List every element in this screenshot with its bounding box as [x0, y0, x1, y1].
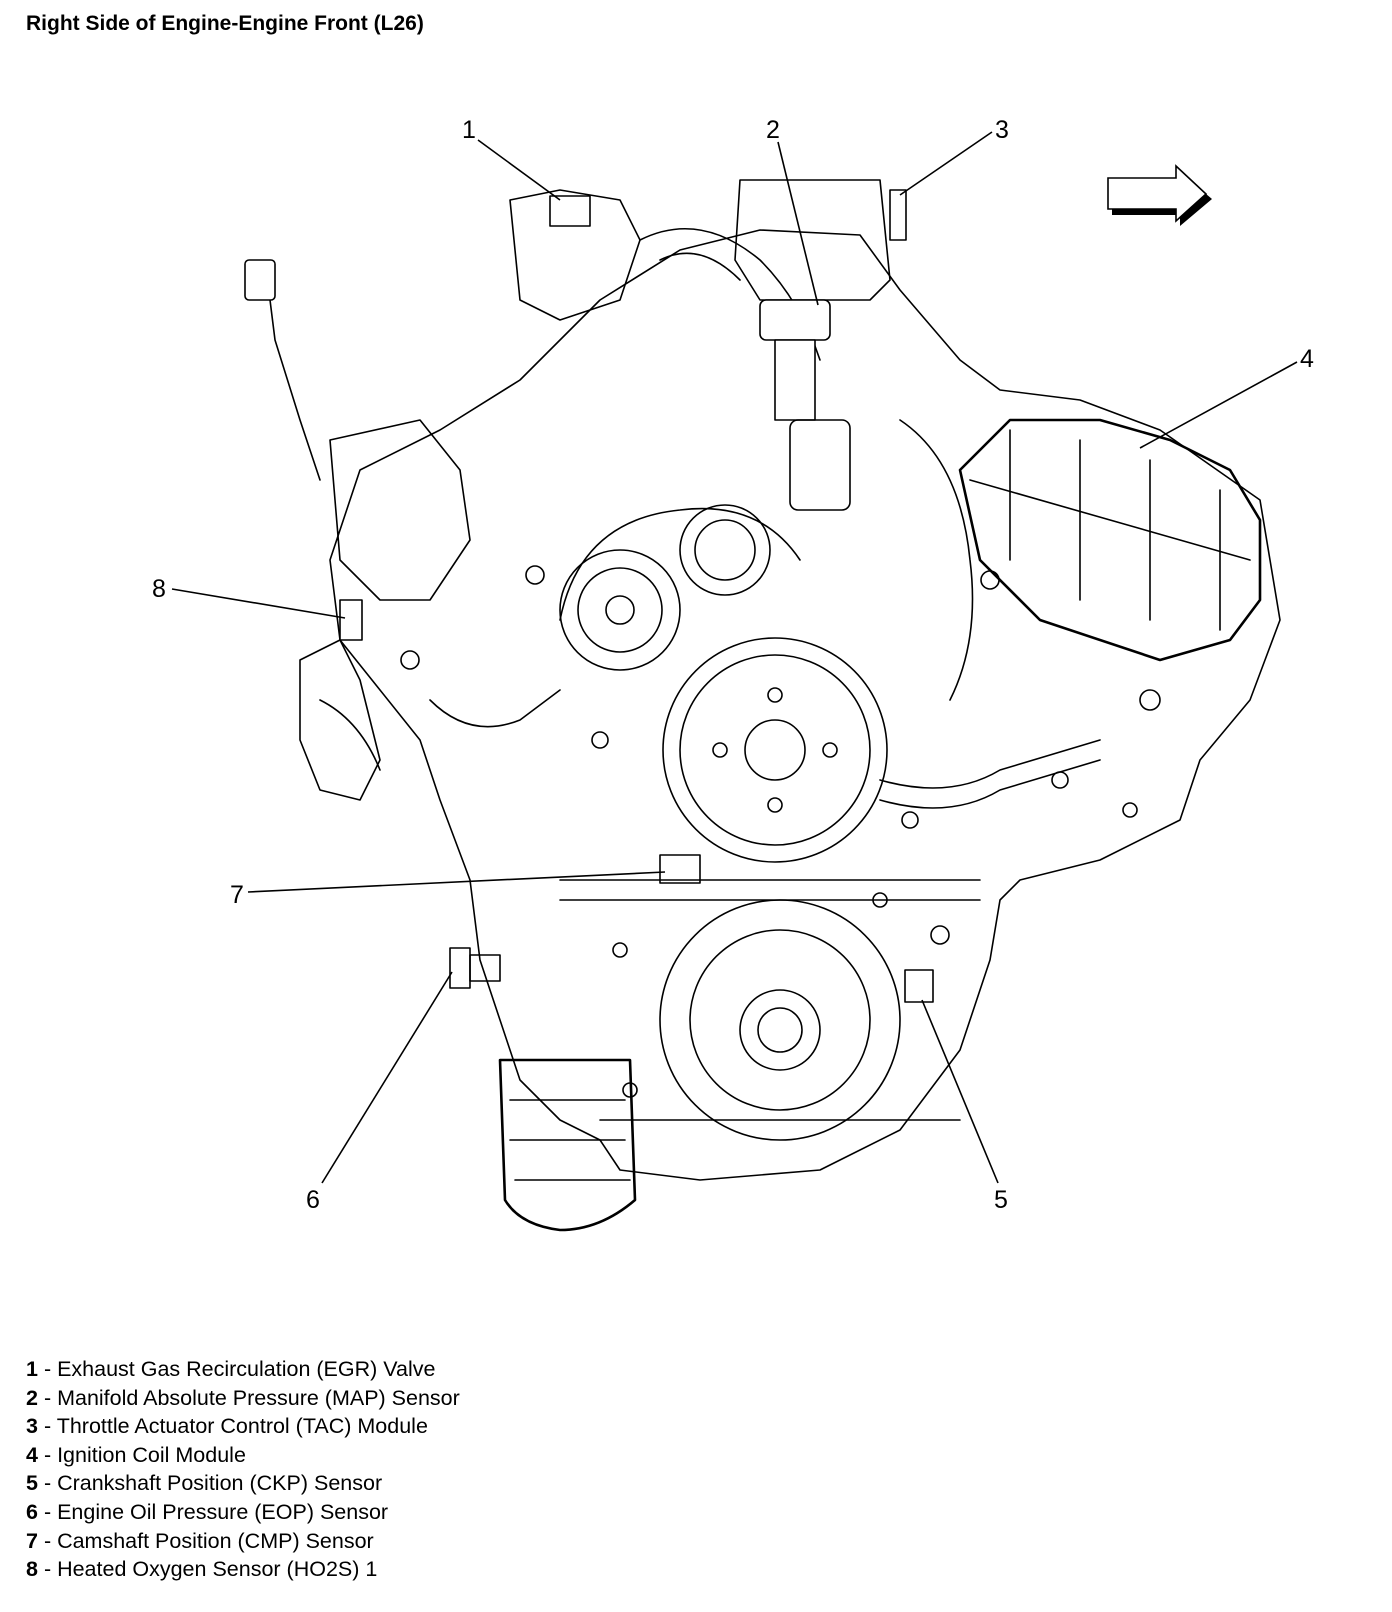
legend-number: 5 [26, 1471, 38, 1496]
legend-number: 7 [26, 1528, 38, 1553]
legend-item: 6 - Engine Oil Pressure (EOP) Sensor [26, 1498, 460, 1527]
legend-text: Heated Oxygen Sensor (HO2S) 1 [57, 1557, 378, 1582]
callout-number-7: 7 [230, 881, 244, 909]
legend-item: 5 - Crankshaft Position (CKP) Sensor [26, 1469, 460, 1498]
legend-separator: - [37, 1471, 58, 1496]
legend-number: 6 [26, 1499, 38, 1524]
legend-item: 3 - Throttle Actuator Control (TAC) Modu… [26, 1412, 460, 1441]
callout-number-5: 5 [994, 1186, 1008, 1214]
legend-number: 1 [26, 1357, 38, 1381]
callout-number-6: 6 [306, 1186, 320, 1214]
legend-item: 2 - Manifold Absolute Pressure (MAP) Sen… [26, 1384, 460, 1413]
legend-separator: - [37, 1357, 58, 1381]
callout-number-4: 4 [1300, 345, 1314, 373]
legend-number: 3 [26, 1414, 38, 1439]
callout-number-2: 2 [766, 116, 780, 144]
legend-separator: - [37, 1442, 58, 1467]
legend-separator: - [37, 1528, 58, 1553]
callout-number-1: 1 [462, 116, 476, 144]
right-arrow-icon [1107, 164, 1212, 226]
legend-item: 7 - Camshaft Position (CMP) Sensor [26, 1527, 460, 1556]
legend-separator: - [37, 1414, 57, 1439]
legend-separator: - [37, 1557, 58, 1582]
legend-text: Throttle Actuator Control (TAC) Module [56, 1414, 428, 1439]
legend-item: 4 - Ignition Coil Module [26, 1441, 460, 1470]
legend-text: Ignition Coil Module [57, 1442, 246, 1467]
legend-item: 1 - Exhaust Gas Recirculation (EGR) Valv… [26, 1355, 460, 1384]
callout-4: 4 [1139, 345, 1314, 449]
callout-number-8: 8 [152, 575, 166, 603]
callout-8: 8 [152, 575, 346, 619]
legend-text: Exhaust Gas Recirculation (EGR) Valve [57, 1357, 436, 1381]
legend-text: Engine Oil Pressure (EOP) Sensor [57, 1499, 389, 1524]
callout-6: 6 [306, 971, 453, 1214]
legend-text: Camshaft Position (CMP) Sensor [57, 1528, 374, 1553]
callout-5: 5 [921, 999, 1008, 1214]
diagram-title: Right Side of Engine-Engine Front (L26) [26, 12, 424, 35]
engine-diagram: 1 2 3 4 5 6 7 8 [152, 116, 1314, 1232]
callout-2: 2 [766, 116, 819, 306]
component-legend: 1 - Exhaust Gas Recirculation (EGR) Valv… [26, 1355, 460, 1584]
legend-separator: - [37, 1385, 58, 1410]
legend-separator: - [37, 1499, 58, 1524]
legend-number: 4 [26, 1442, 38, 1467]
legend-number: 8 [26, 1557, 38, 1582]
callout-1: 1 [462, 116, 561, 201]
legend-item: 8 - Heated Oxygen Sensor (HO2S) 1 [26, 1555, 460, 1584]
callout-number-3: 3 [995, 116, 1009, 144]
legend-text: Manifold Absolute Pressure (MAP) Sensor [57, 1385, 460, 1410]
legend-number: 2 [26, 1385, 38, 1410]
callout-3: 3 [899, 116, 1009, 196]
engine-illustration [244, 179, 1281, 1232]
legend-text: Crankshaft Position (CKP) Sensor [57, 1471, 383, 1496]
callout-7: 7 [230, 871, 666, 909]
